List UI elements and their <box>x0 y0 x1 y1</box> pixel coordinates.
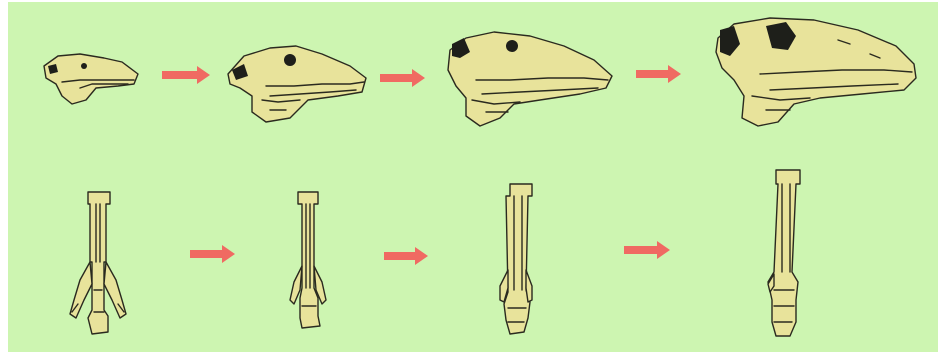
leg-stage-4 <box>768 170 800 336</box>
skull-stage-2 <box>228 46 366 122</box>
leg-arrow-2 <box>384 247 428 265</box>
leg-stage-2 <box>290 192 326 328</box>
skull-arrow-3 <box>636 65 681 83</box>
skull-stage-4 <box>716 18 916 126</box>
skull-arrow-1 <box>162 66 210 84</box>
leg-stage-3 <box>500 184 532 334</box>
leg-arrow-1 <box>190 245 235 263</box>
leg-arrow-3 <box>624 241 670 259</box>
leg-stage-1 <box>70 192 126 334</box>
skull-stage-3 <box>448 32 612 126</box>
skull-stage-1 <box>44 54 138 104</box>
skull-arrow-2 <box>380 69 425 87</box>
